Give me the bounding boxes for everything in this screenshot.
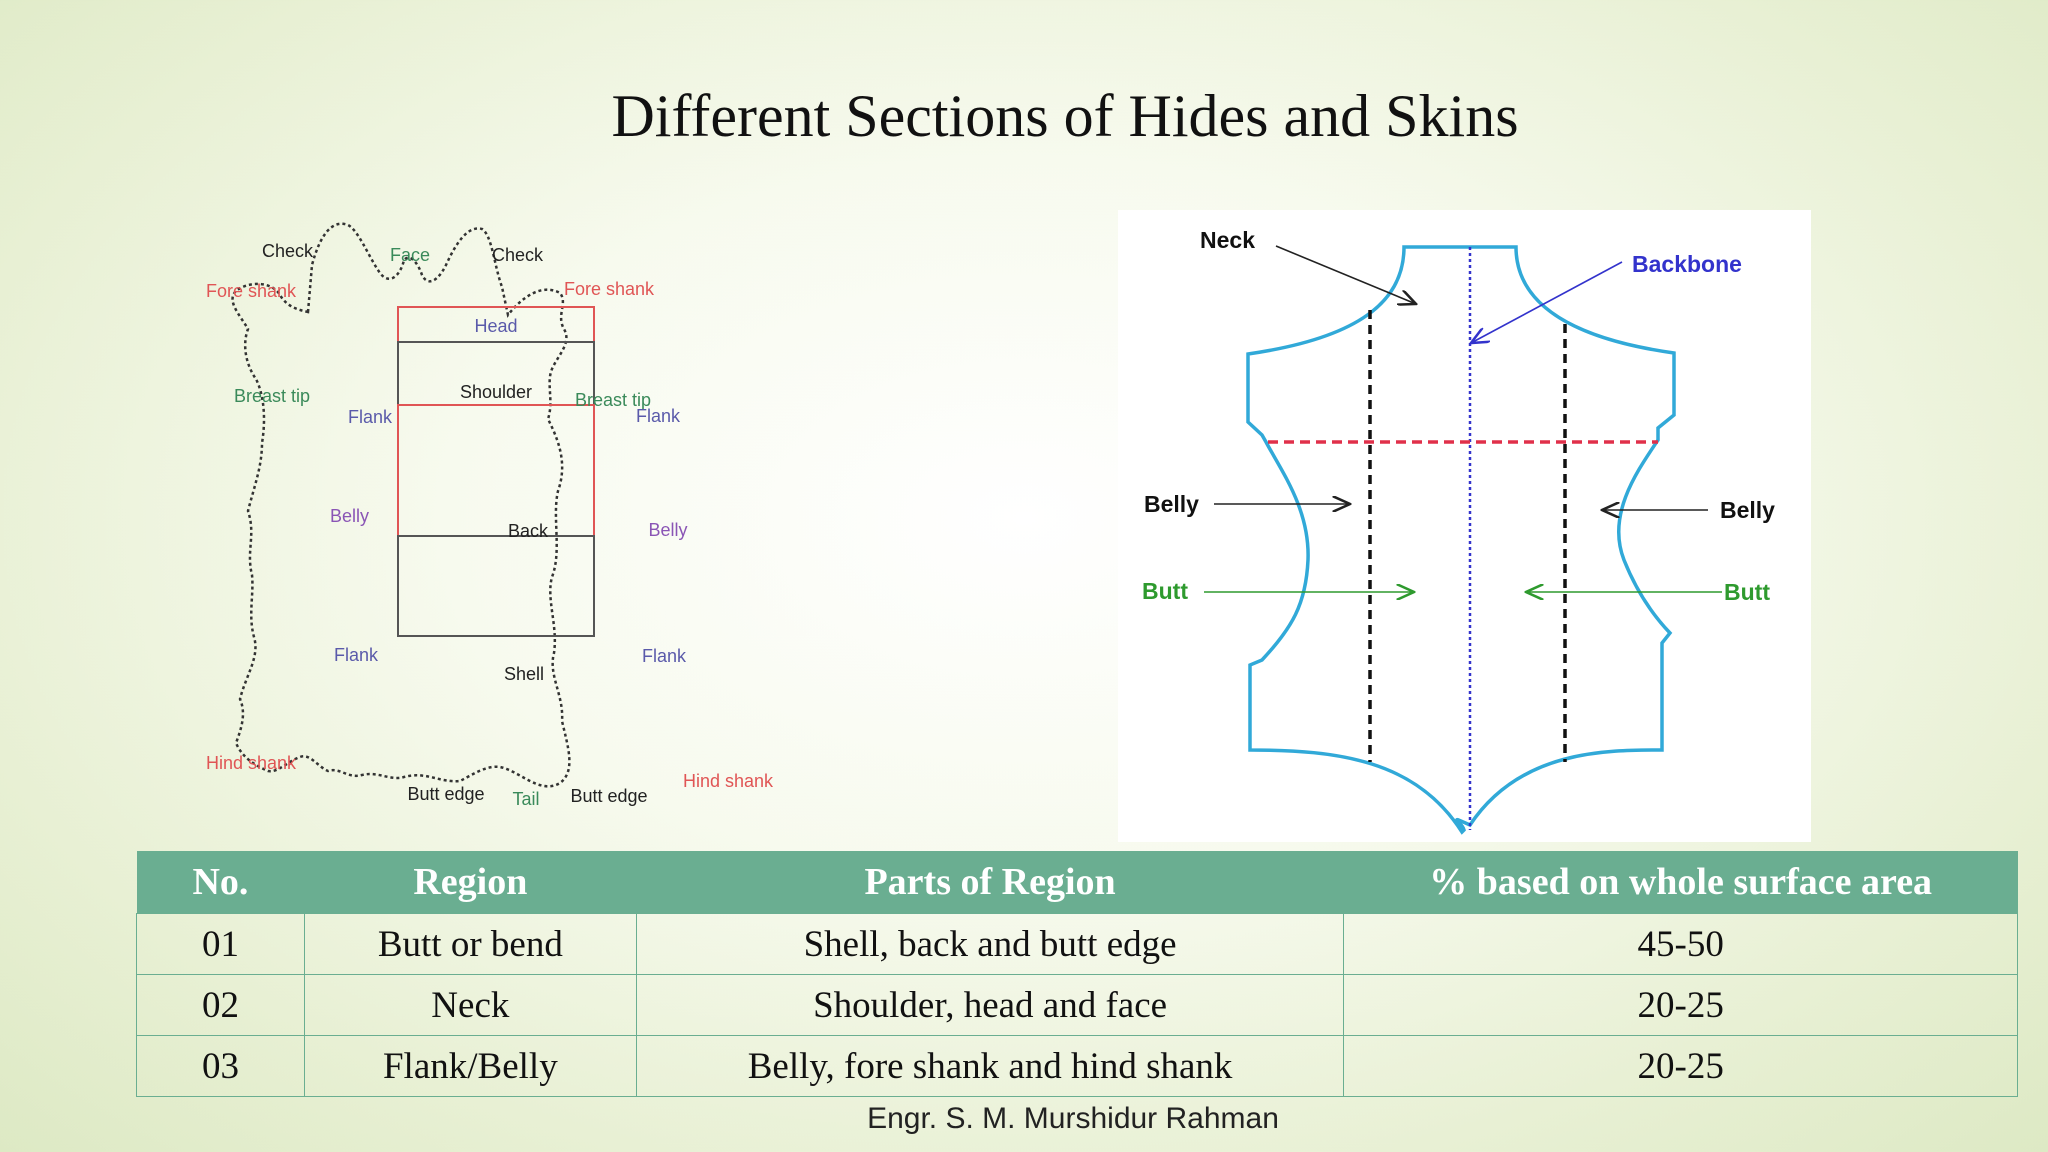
label-flank-upper-left: Flank <box>348 407 393 427</box>
label-face: Face <box>390 245 430 265</box>
hide-cut-diagram: Neck Backbone Belly Belly Butt Butt <box>1142 227 1775 835</box>
neck-arrow <box>1275 245 1416 304</box>
header-no: No. <box>136 851 305 914</box>
label-fore-shank-left: Fore shank <box>206 281 297 301</box>
table-row: 02 Neck Shoulder, head and face 20-25 <box>136 974 2018 1036</box>
cell-parts: Belly, fore shank and hind shank <box>635 1035 1345 1097</box>
label-flank-upper-right: Flank <box>636 406 681 426</box>
label-flank-lower-right: Flank <box>642 646 687 666</box>
table-header-row: No. Region Parts of Region % based on wh… <box>136 851 2018 914</box>
cell-region: Butt or bend <box>303 913 637 975</box>
label-belly-right: Belly <box>648 520 687 540</box>
cell-no: 02 <box>136 974 305 1036</box>
slide-footer-author: Engr. S. M. Murshidur Rahman <box>867 1102 1279 1135</box>
label-breast-tip-right: Breast tip <box>575 390 651 410</box>
cell-parts: Shoulder, head and face <box>635 974 1345 1036</box>
header-percent: % based on whole surface area <box>1343 851 2018 914</box>
label-breast-tip-left: Breast tip <box>234 386 310 406</box>
label-shoulder: Shoulder <box>460 382 532 402</box>
label-back: Back <box>508 521 549 541</box>
label-belly-left: Belly <box>1144 491 1199 517</box>
backbone-arrow <box>1471 261 1623 343</box>
label-belly-right: Belly <box>1720 497 1775 523</box>
label-hind-shank-right: Hind shank <box>683 771 774 791</box>
label-backbone: Backbone <box>1632 251 1742 277</box>
hide-outline <box>231 222 571 788</box>
label-belly-left: Belly <box>330 506 369 526</box>
label-head: Head <box>474 316 517 336</box>
table-row: 03 Flank/Belly Belly, fore shank and hin… <box>136 1035 2018 1097</box>
back-region <box>397 404 595 537</box>
cell-region: Flank/Belly <box>303 1035 637 1097</box>
header-parts: Parts of Region <box>636 851 1344 914</box>
slide-title: Different Sections of Hides and Skins <box>611 83 1519 149</box>
cell-region: Neck <box>303 974 637 1036</box>
cell-percent: 20-25 <box>1343 974 2018 1036</box>
hide-cut-diagram-panel: Neck Backbone Belly Belly Butt Butt <box>1118 210 1811 842</box>
label-butt-edge-right: Butt edge <box>570 786 647 806</box>
label-flank-lower-left: Flank <box>334 645 379 665</box>
label-shell: Shell <box>504 664 544 684</box>
label-butt-edge-left: Butt edge <box>407 784 484 804</box>
label-check-left: Check <box>262 241 314 261</box>
regions-table: No. Region Parts of Region % based on wh… <box>136 851 2018 1097</box>
cell-percent: 45-50 <box>1343 913 2018 975</box>
label-neck: Neck <box>1200 227 1255 253</box>
hide-sections-diagram: Check Face Check Fore shank Fore shank H… <box>206 222 774 809</box>
table-row: 01 Butt or bend Shell, back and butt edg… <box>136 913 2018 975</box>
label-tail: Tail <box>512 789 539 809</box>
cell-no: 01 <box>136 913 305 975</box>
hide-cut-outline <box>1246 245 1676 835</box>
label-butt-left: Butt <box>1142 578 1188 604</box>
cell-percent: 20-25 <box>1343 1035 2018 1097</box>
header-region: Region <box>304 851 637 914</box>
shell-region <box>397 535 595 637</box>
label-check-right: Check <box>492 245 544 265</box>
label-fore-shank-right: Fore shank <box>564 279 655 299</box>
cell-parts: Shell, back and butt edge <box>635 913 1345 975</box>
cell-no: 03 <box>136 1035 305 1097</box>
label-hind-shank-left: Hind shank <box>206 753 297 773</box>
label-butt-right: Butt <box>1724 579 1770 605</box>
